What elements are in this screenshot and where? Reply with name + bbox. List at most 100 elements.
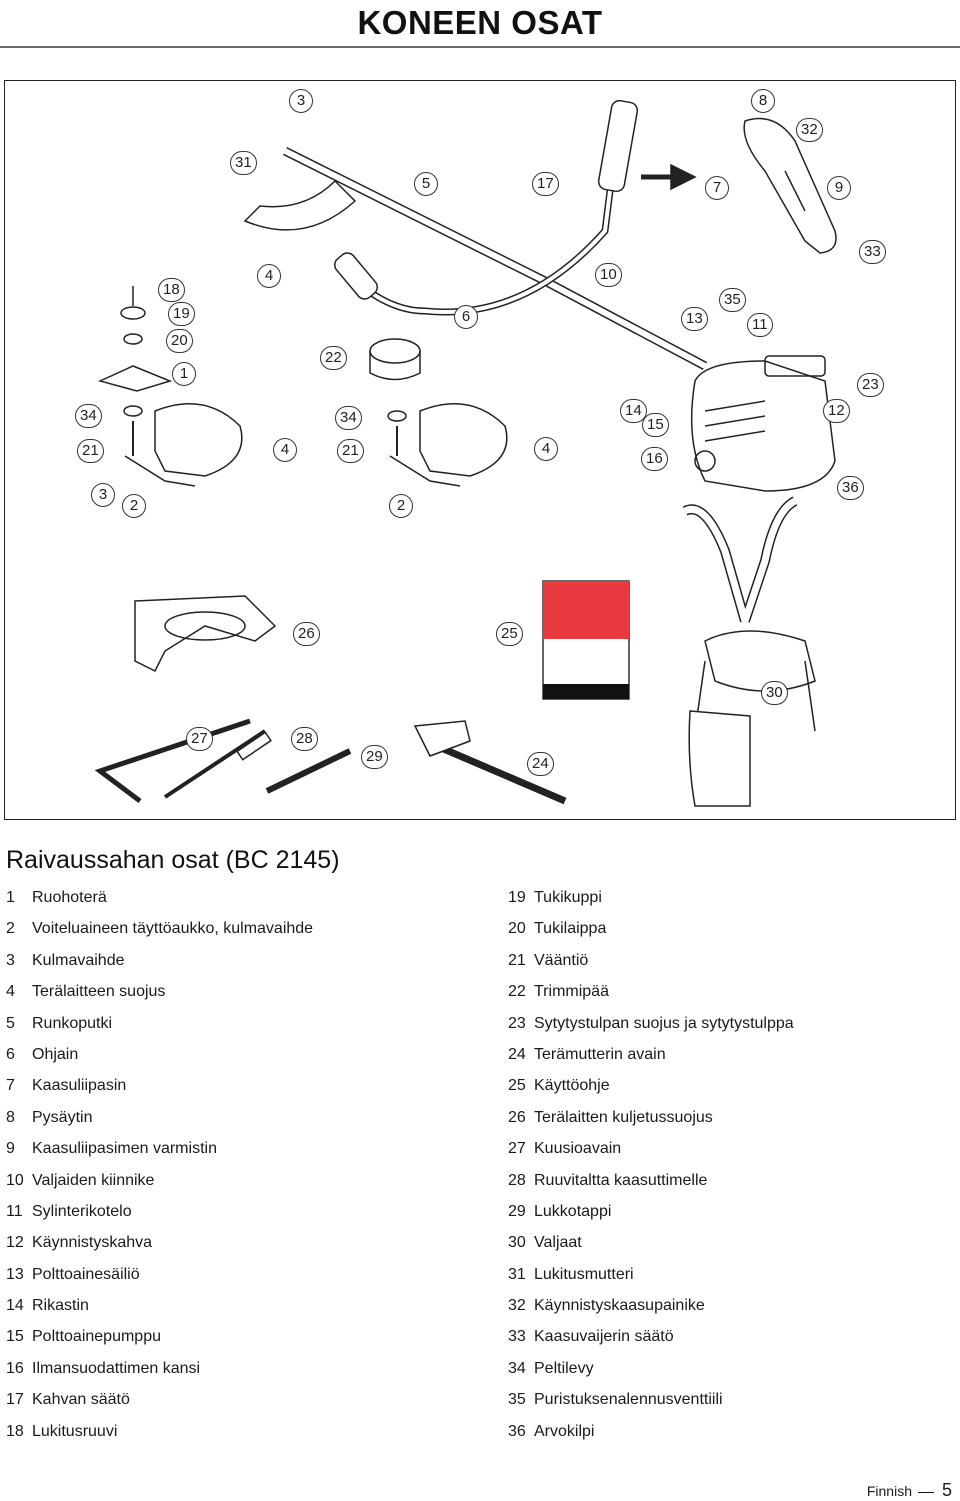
part-label: Terälaitteen suojus: [32, 983, 166, 1001]
handlebar-illustration: [342, 150, 619, 316]
callout-3-top: 3: [289, 89, 313, 113]
part-label: Voiteluaineen täyttöaukko, kulmavaihde: [32, 920, 314, 938]
callout-11: 11: [747, 313, 773, 337]
footer-dash: [917, 1491, 934, 1493]
part-label: Käynnistyskahva: [32, 1234, 153, 1252]
callout-28: 28: [291, 727, 318, 751]
part-label: Runkoputki: [32, 1014, 113, 1032]
callout-31: 31: [230, 151, 257, 175]
part-label: Kaasuvaijerin säätö: [534, 1328, 674, 1346]
parts-list-item: 24 Terämutterin avain: [508, 1039, 794, 1070]
callout-21-mid: 21: [337, 439, 364, 463]
callout-9: 9: [827, 176, 851, 200]
part-number: 19: [508, 889, 526, 906]
section-title: Raivaussahan osat (BC 2145): [6, 846, 340, 874]
part-label: Kaasuliipasimen varmistin: [32, 1140, 217, 1158]
part-number: 11: [6, 1202, 23, 1220]
part-number: 1: [6, 889, 15, 906]
part-label: Sytytystulpan suojus ja sytytystulppa: [534, 1014, 794, 1032]
part-label: Ruohoterä: [32, 889, 107, 906]
parts-list-item: 28 Ruuvitaltta kaasuttimelle: [508, 1165, 794, 1196]
part-number: 15: [6, 1328, 24, 1346]
part-number: 31: [508, 1265, 526, 1283]
parts-list-item: 4 Terälaitteen suojus: [6, 976, 313, 1007]
part-number: 8: [6, 1108, 15, 1126]
grass-blade-illustration: [97, 365, 173, 392]
part-number: 22: [508, 983, 526, 1001]
part-label: Lukitusmutteri: [534, 1265, 634, 1283]
footer-language: Finnish: [866, 1483, 912, 1499]
part-number: 29: [508, 1202, 526, 1220]
part-label: Kahvan säätö: [32, 1391, 130, 1409]
part-label: Ohjain: [32, 1045, 79, 1063]
parts-list-item: 19 Tukikuppi: [508, 882, 794, 913]
part-label: Peltilevy: [534, 1359, 594, 1377]
locking-pin-illustration: [265, 748, 352, 794]
part-number: 3: [6, 951, 15, 969]
throttle-handle-illustration: [743, 117, 837, 254]
part-label: Valjaat: [534, 1234, 582, 1252]
parts-list-item: 18 Lukitusruuvi: [6, 1416, 313, 1447]
part-label: Käynnistyskaasupainike: [534, 1297, 705, 1315]
part-number: 18: [6, 1422, 24, 1440]
callout-24: 24: [527, 752, 554, 776]
part-number: 30: [508, 1234, 526, 1252]
page-title: KONEEN OSAT: [357, 4, 603, 41]
parts-list-item: 9 Kaasuliipasimen varmistin: [6, 1133, 313, 1164]
part-number: 28: [508, 1171, 526, 1189]
callout-25: 25: [496, 622, 523, 646]
part-number: 9: [6, 1140, 15, 1158]
part-number: 25: [508, 1077, 526, 1095]
part-label: Tukikuppi: [534, 889, 602, 906]
blade-guard-illustration-right: [419, 403, 508, 477]
part-label: Kulmavaihde: [32, 951, 125, 969]
screwdriver-illustration: [163, 729, 267, 799]
part-label: Puristuksenalennusventtiili: [534, 1391, 723, 1409]
callout-34-left: 34: [75, 404, 102, 428]
page-header: KONEEN OSAT: [0, 0, 960, 48]
box-wrench-illustration: [423, 737, 567, 805]
part-label: Lukitusruuvi: [32, 1422, 118, 1440]
callout-2-mid: 2: [389, 494, 413, 518]
callout-26: 26: [293, 622, 320, 646]
part-number: 36: [508, 1422, 526, 1440]
part-number: 34: [508, 1359, 526, 1377]
part-label: Kaasuliipasin: [32, 1077, 127, 1095]
callout-27: 27: [186, 727, 213, 751]
part-number: 24: [508, 1045, 526, 1063]
callout-16: 16: [641, 447, 668, 471]
part-number: 17: [6, 1391, 24, 1409]
top-guard-illustration: [243, 179, 357, 231]
callout-29: 29: [361, 745, 388, 769]
part-label: Terämutterin avain: [534, 1045, 666, 1063]
part-number: 35: [508, 1391, 526, 1409]
part-label: Ruuvitaltta kaasuttimelle: [534, 1171, 708, 1189]
callout-3-left: 3: [91, 483, 115, 507]
callout-33: 33: [859, 240, 886, 264]
callout-20: 20: [166, 329, 193, 353]
part-number: 4: [6, 983, 15, 1001]
engine-illustration: [690, 360, 836, 492]
part-number: 7: [6, 1077, 15, 1095]
part-number: 14: [6, 1297, 24, 1315]
part-number: 33: [508, 1328, 526, 1346]
parts-list-item: 1 Ruohoterä: [6, 882, 313, 913]
callout-15: 15: [642, 413, 669, 437]
